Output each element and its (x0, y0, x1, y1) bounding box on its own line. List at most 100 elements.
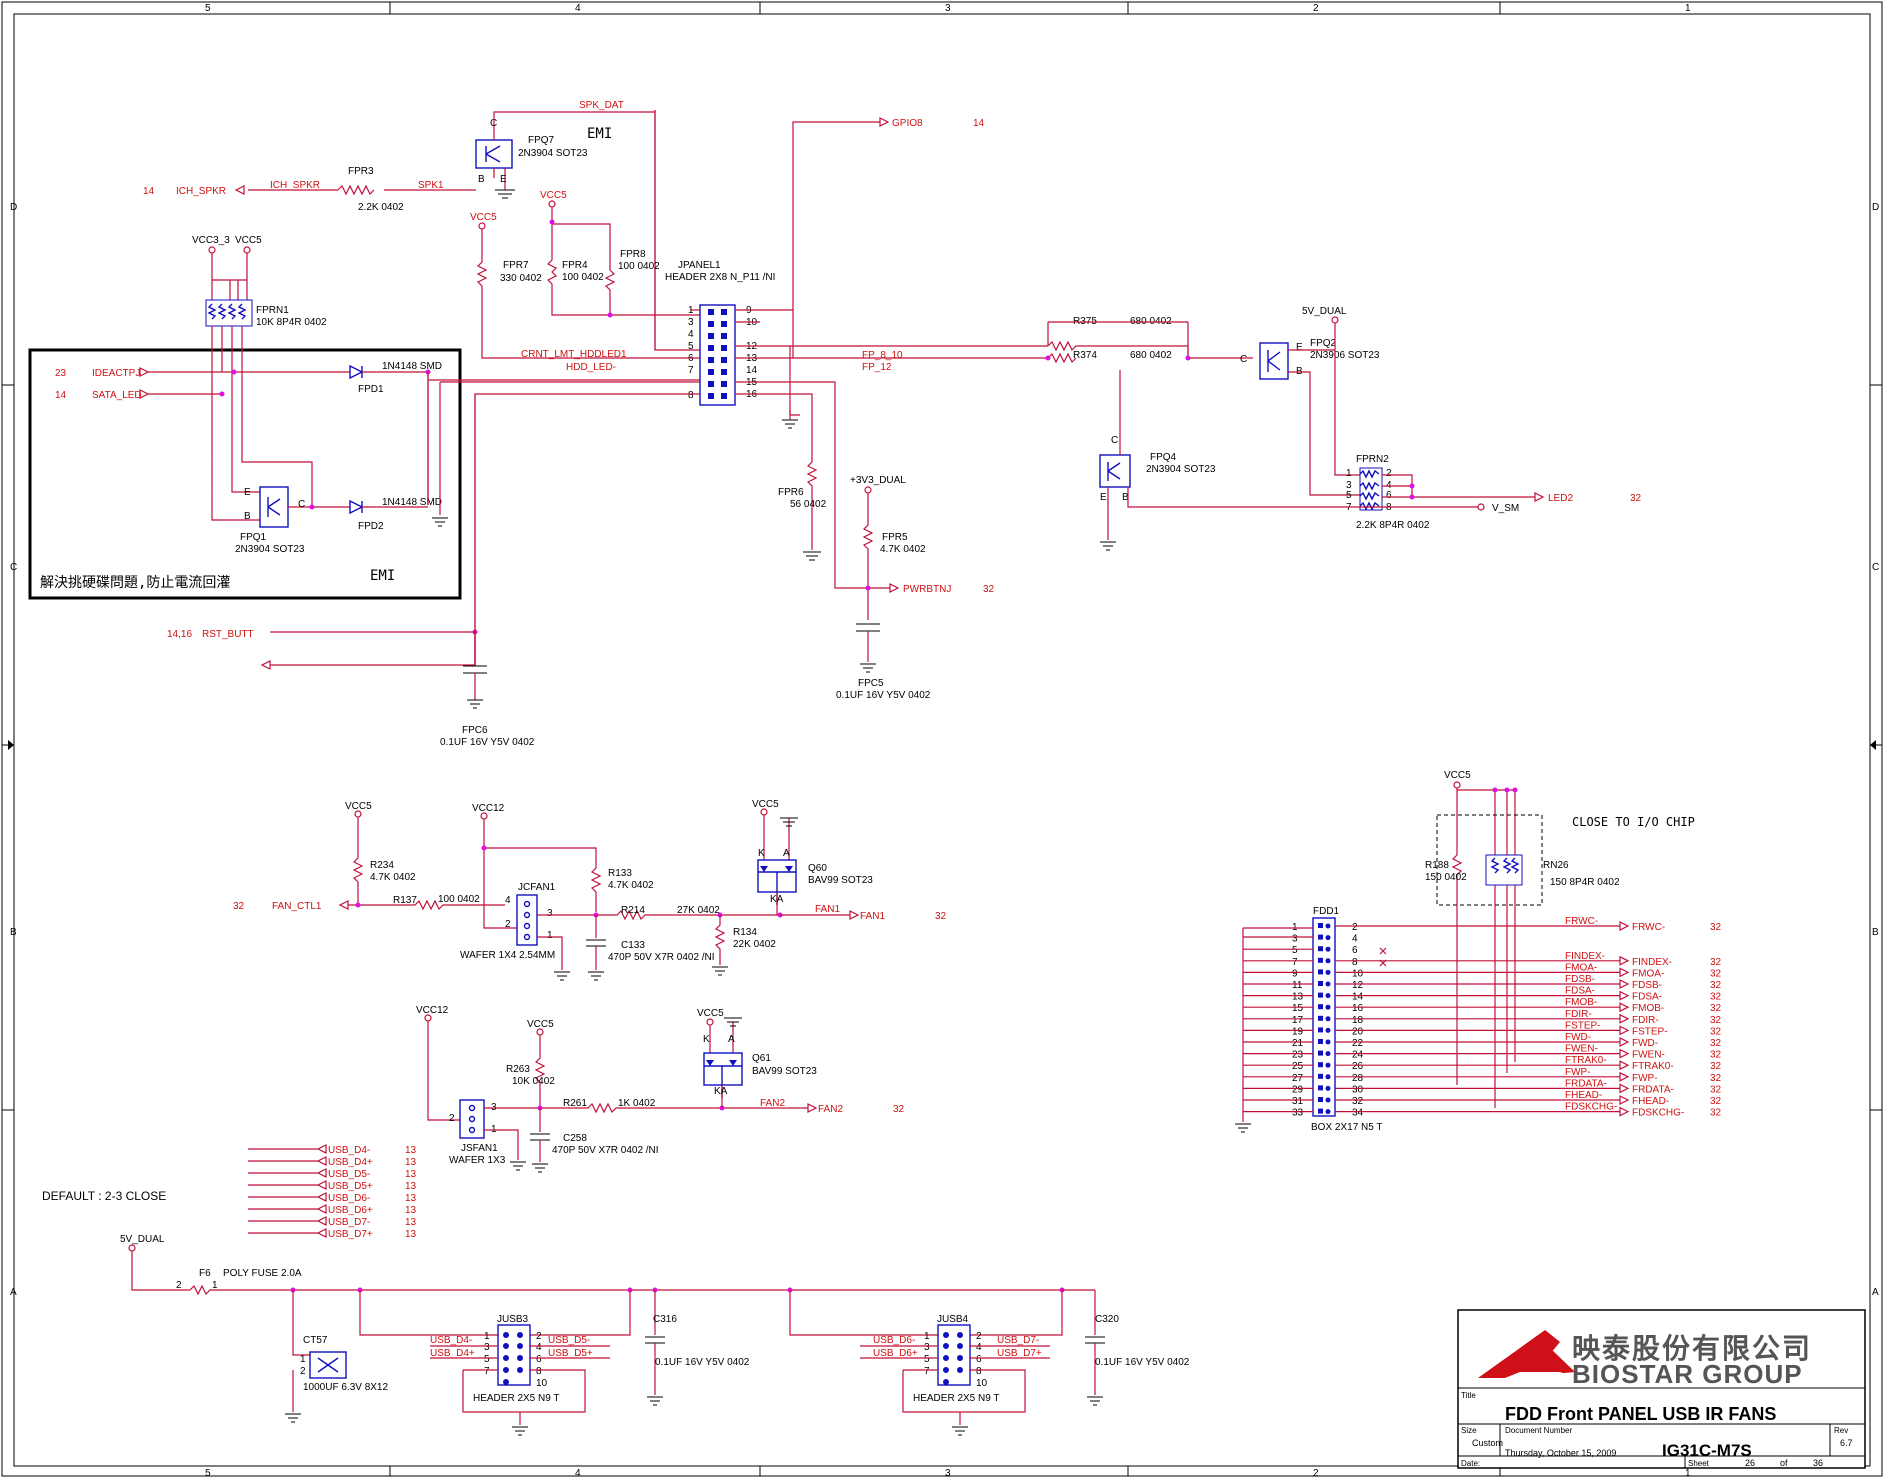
ich-spkr-port: ICH_SPKR (176, 186, 226, 197)
svg-text:E: E (244, 487, 251, 498)
fpd2-value: 1N4148 SMD (382, 497, 442, 508)
fdd-signal-port-icon (1619, 921, 1630, 931)
usb-header-pin-number: 7 (924, 1366, 930, 1377)
row-label-c-right: C (1872, 562, 1879, 573)
fdd-signal-port: FDSKCHG- (1632, 1108, 1684, 1119)
r263-vcc5-label: VCC5 (527, 1019, 554, 1030)
jpanel1-pin-number: 8 (688, 390, 694, 401)
col-label-5: 5 (205, 3, 211, 14)
fprn2-value: 2.2K 8P4R 0402 (1356, 520, 1430, 531)
q61-ref: Q61 (752, 1053, 771, 1064)
fpd2-ref: FPD2 (358, 521, 384, 532)
fpc5-ref: FPC5 (858, 678, 884, 689)
usb-net-label: USB_D4+ (328, 1157, 373, 1168)
doc-title: FDD Front PANEL USB IR FANS (1505, 1404, 1776, 1424)
jusb4-ref: JUSB4 (937, 1314, 969, 1325)
close-to-io-box (1436, 814, 1543, 906)
v-sm-label: V_SM (1492, 503, 1519, 514)
jpanel1-pin (721, 381, 727, 387)
ct57-value: 1000UF 6.3V 8X12 (303, 1382, 388, 1393)
fdd1-pin-number: 12 (1352, 980, 1364, 991)
col-label-1: 1 (1685, 3, 1691, 14)
fdd1-pin-number: 9 (1292, 968, 1298, 979)
fdd1-pin (1325, 1051, 1331, 1057)
sata-led-port: SATA_LED (92, 390, 142, 401)
fdd1-pin (1325, 935, 1331, 941)
fan1-ref: 32 (935, 911, 947, 922)
fdd-signal-port: FWEN- (1632, 1050, 1665, 1061)
fdd-signal-port: FWD- (1632, 1038, 1658, 1049)
ich-spkr-ref: 14 (143, 186, 155, 197)
fdd1-pin (1325, 1085, 1331, 1091)
jusb4-header (937, 1324, 971, 1386)
led-driver-circuit: R375 680 0402 R374 680 0402 C E B 5V_DUA… (1045, 306, 1642, 551)
jusb3-ref: JUSB3 (497, 1314, 529, 1325)
sheets-total: 36 (1813, 1458, 1823, 1468)
fdd-signal-net: FRWC- (1565, 916, 1598, 927)
fdd1-pin-number: 18 (1352, 1015, 1364, 1026)
fdd-signal-ref: 32 (1710, 1015, 1722, 1026)
fdd1-pin (1325, 1062, 1331, 1068)
fdd-signal-net: FINDEX- (1565, 951, 1605, 962)
jpanel1-pin (721, 321, 727, 327)
col-label-3: 3 (945, 3, 951, 14)
jpanel1-pin-number: 5 (688, 341, 694, 352)
col-label-5-bottom: 5 (205, 1468, 211, 1478)
fdd-signal-ref: 32 (1710, 957, 1722, 968)
usb-header-pin (943, 1343, 949, 1349)
title-label: Title (1461, 1391, 1476, 1400)
fdd-signal-port-icon (1619, 1071, 1630, 1082)
fdd1-pin (1325, 1074, 1331, 1080)
usb-header-pin (943, 1379, 949, 1385)
c320-ref: C320 (1095, 1314, 1119, 1325)
usb-header-pin-number: 8 (976, 1366, 982, 1377)
fdd-signal-ref: 32 (1710, 1073, 1722, 1084)
f6-value: POLY FUSE 2.0A (223, 1268, 302, 1279)
col-label-4: 4 (575, 3, 581, 14)
usb-net-ref: 13 (405, 1193, 417, 1204)
usb-header-pin-number: 5 (924, 1354, 930, 1365)
biostar-logo-icon (1478, 1330, 1580, 1380)
jusb3-r2: USB_D5+ (548, 1348, 593, 1359)
svg-text:1: 1 (212, 1280, 218, 1291)
usb-net-port (316, 1192, 327, 1202)
fpr4-value: 100 0402 (562, 272, 604, 283)
jcfan1-value: WAFER 1X4 2.54MM (460, 950, 555, 961)
fdd-signal-net: FRDATA- (1565, 1078, 1607, 1089)
fdd1-pin-number: 5 (1292, 945, 1298, 956)
fpq2-transistor (1259, 342, 1289, 380)
usb-net-stubs: USB_D4-13USB_D4+13USB_D5-13USB_D5+13USB_… (248, 1144, 417, 1240)
c133-value: 470P 50V X7R 0402 /NI (608, 952, 715, 963)
usb-header-circuit: 5V_DUAL F6 POLY FUSE 2.0A 2 1 1 2 CT57 1… (120, 1234, 1190, 1436)
fdd-signal-port: FHEAD- (1632, 1096, 1669, 1107)
fdd1-pin (1318, 1073, 1323, 1079)
fdd1-pin (1325, 1016, 1331, 1022)
jusb4-value: HEADER 2X5 N9 T (913, 1393, 1000, 1404)
fdd1-pin-number: 15 (1292, 1003, 1304, 1014)
jpanel1-pin (708, 369, 714, 375)
fdd-signal-net: FHEAD- (1565, 1090, 1602, 1101)
power-button-circuit: FPR6 56 0402 +3V3_DUAL FPR5 4.7K 0402 PW… (735, 381, 995, 701)
panel-pullups: VCC5 FPR7 330 0402 VCC5 FPR4 100 0402 FP… (470, 190, 700, 359)
fdd-signal-net: FSTEP- (1565, 1020, 1601, 1031)
svg-text:C: C (1111, 435, 1118, 446)
fdd1-pin-number: 25 (1292, 1061, 1304, 1072)
q60-value: BAV99 SOT23 (808, 875, 873, 886)
jsfan1-value: WAFER 1X3 (449, 1155, 506, 1166)
jpanel1-pin (708, 357, 714, 363)
docnum-value: IG31C-M7S (1662, 1441, 1752, 1460)
fan1-net: FAN1 (815, 904, 840, 915)
fdd-signal-port-icon (1619, 1013, 1630, 1024)
r374-value: 680 0402 (1130, 350, 1172, 361)
r261-ref: R261 (563, 1098, 587, 1109)
of-label: of (1780, 1458, 1788, 1468)
fdd-signal-port-icon (1619, 1037, 1630, 1047)
fdd1-pin-number: 4 (1352, 934, 1358, 945)
usb-net-port (316, 1204, 327, 1214)
svg-text:4: 4 (505, 895, 511, 906)
fdd1-pin-number: 6 (1352, 945, 1358, 956)
col-label-1-bottom: 1 (1685, 1468, 1691, 1478)
fdd1-pin-number: 21 (1292, 1038, 1304, 1049)
